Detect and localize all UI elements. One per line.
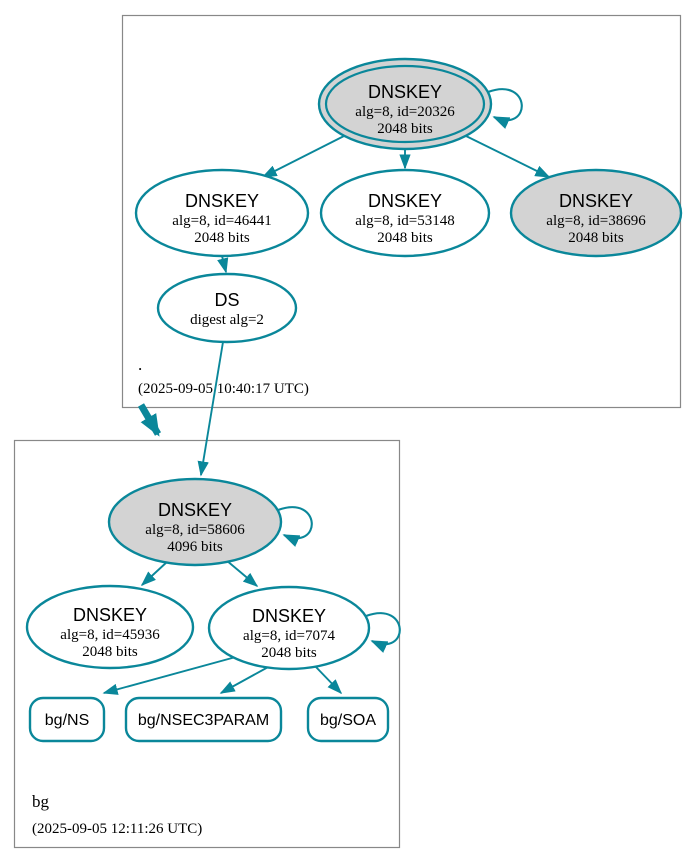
node-root-zsk3-detail: alg=8, id=38696 bbox=[546, 213, 646, 229]
rrset-bg-ns-box[interactable] bbox=[28, 696, 106, 743]
node-bg-zsk2[interactable]: DNSKEY alg=8, id=7074 2048 bits bbox=[207, 585, 371, 671]
node-bg-ksk-ellipse[interactable] bbox=[107, 477, 283, 567]
rrset-bg-nsec3param[interactable]: bg/NSEC3PARAM bbox=[124, 696, 283, 743]
node-root-ksk-type: DNSKEY bbox=[368, 82, 442, 102]
node-root-ksk-bits: 2048 bits bbox=[377, 121, 433, 137]
edge-bg-ksk-to-zsk1 bbox=[140, 560, 169, 587]
node-root-ds-detail: digest alg=2 bbox=[190, 312, 264, 328]
node-bg-zsk1-ellipse[interactable] bbox=[25, 584, 195, 670]
node-root-zsk2-type: DNSKEY bbox=[368, 191, 442, 211]
node-root-zsk1[interactable]: DNSKEY alg=8, id=46441 2048 bits bbox=[134, 168, 310, 258]
node-root-zsk2[interactable]: DNSKEY alg=8, id=53148 2048 bits bbox=[319, 168, 491, 258]
node-root-zsk3-ellipse[interactable] bbox=[509, 168, 683, 258]
node-root-ds-type: DS bbox=[214, 290, 239, 310]
edge-root-ksk-to-zsk1 bbox=[261, 135, 345, 178]
edge-bg-ksk-to-zsk2 bbox=[225, 559, 259, 587]
node-root-ksk[interactable]: DNSKEY alg=8, id=20326 2048 bits bbox=[317, 57, 493, 151]
node-root-zsk1-ellipse[interactable] bbox=[134, 168, 310, 258]
rrset-bg-soa[interactable]: bg/SOA bbox=[306, 696, 390, 743]
node-root-zsk2-detail: alg=8, id=53148 bbox=[355, 213, 454, 229]
node-root-ds-ellipse[interactable] bbox=[156, 272, 298, 344]
root-zone-label: . bbox=[138, 355, 142, 374]
edge-bg-zsk2-to-soa bbox=[314, 665, 343, 695]
edge-bg-zsk2-selfloop bbox=[365, 612, 401, 653]
edge-bg-zsk2-to-ns bbox=[102, 654, 244, 695]
node-bg-ksk-detail: alg=8, id=58606 bbox=[145, 522, 245, 538]
node-bg-zsk1-bits: 2048 bits bbox=[82, 644, 138, 660]
root-zone-timestamp: (2025-09-05 10:40:17 UTC) bbox=[138, 381, 309, 397]
rrset-bg-soa-label: bg/SOA bbox=[320, 712, 376, 729]
edge-root-ksk-selfloop bbox=[487, 88, 523, 129]
node-root-ksk-inner-ring bbox=[324, 64, 486, 144]
node-bg-ksk[interactable]: DNSKEY alg=8, id=58606 4096 bits bbox=[107, 477, 283, 567]
edge-bg-ksk-selfloop bbox=[277, 506, 313, 547]
node-root-zsk3-type: DNSKEY bbox=[559, 191, 633, 211]
rrset-bg-nsec3param-box[interactable] bbox=[124, 696, 283, 743]
rrset-bg-ns[interactable]: bg/NS bbox=[28, 696, 106, 743]
node-bg-zsk1[interactable]: DNSKEY alg=8, id=45936 2048 bits bbox=[25, 584, 195, 670]
edge-root-ksk-to-zsk3 bbox=[465, 135, 551, 178]
edge-bg-zsk2-to-nsec3param bbox=[219, 665, 271, 694]
node-root-zsk1-bits: 2048 bits bbox=[194, 230, 250, 246]
node-bg-zsk2-ellipse[interactable] bbox=[207, 585, 371, 671]
node-bg-zsk1-detail: alg=8, id=45936 bbox=[60, 627, 160, 643]
node-root-zsk1-type: DNSKEY bbox=[185, 191, 259, 211]
rrset-bg-nsec3param-label: bg/NSEC3PARAM bbox=[138, 712, 269, 729]
bg-zone-timestamp: (2025-09-05 12:11:26 UTC) bbox=[32, 821, 202, 837]
edge-ds-to-bg-ksk bbox=[197, 341, 224, 477]
node-root-zsk3-bits: 2048 bits bbox=[568, 230, 624, 246]
node-bg-zsk1-type: DNSKEY bbox=[73, 605, 147, 625]
node-root-zsk2-bits: 2048 bits bbox=[377, 230, 433, 246]
bg-zone-label: bg bbox=[32, 792, 50, 811]
node-bg-zsk2-bits: 2048 bits bbox=[261, 645, 317, 661]
node-root-ksk-outer-ring[interactable] bbox=[317, 57, 493, 151]
edge-root-zsk1-to-ds bbox=[217, 255, 229, 274]
edge-root-to-bg-delegation bbox=[137, 403, 162, 437]
rrset-bg-ns-label: bg/NS bbox=[45, 712, 89, 729]
node-root-zsk2-ellipse[interactable] bbox=[319, 168, 491, 258]
node-bg-ksk-type: DNSKEY bbox=[158, 500, 232, 520]
node-bg-ksk-bits: 4096 bits bbox=[167, 539, 223, 555]
node-bg-zsk2-detail: alg=8, id=7074 bbox=[243, 628, 335, 644]
node-root-zsk1-detail: alg=8, id=46441 bbox=[172, 213, 271, 229]
node-root-zsk3[interactable]: DNSKEY alg=8, id=38696 2048 bits bbox=[509, 168, 683, 258]
rrset-bg-soa-box[interactable] bbox=[306, 696, 390, 743]
node-root-ksk-detail: alg=8, id=20326 bbox=[355, 104, 455, 120]
node-root-ds[interactable]: DS digest alg=2 bbox=[156, 272, 298, 344]
node-bg-zsk2-type: DNSKEY bbox=[252, 606, 326, 626]
